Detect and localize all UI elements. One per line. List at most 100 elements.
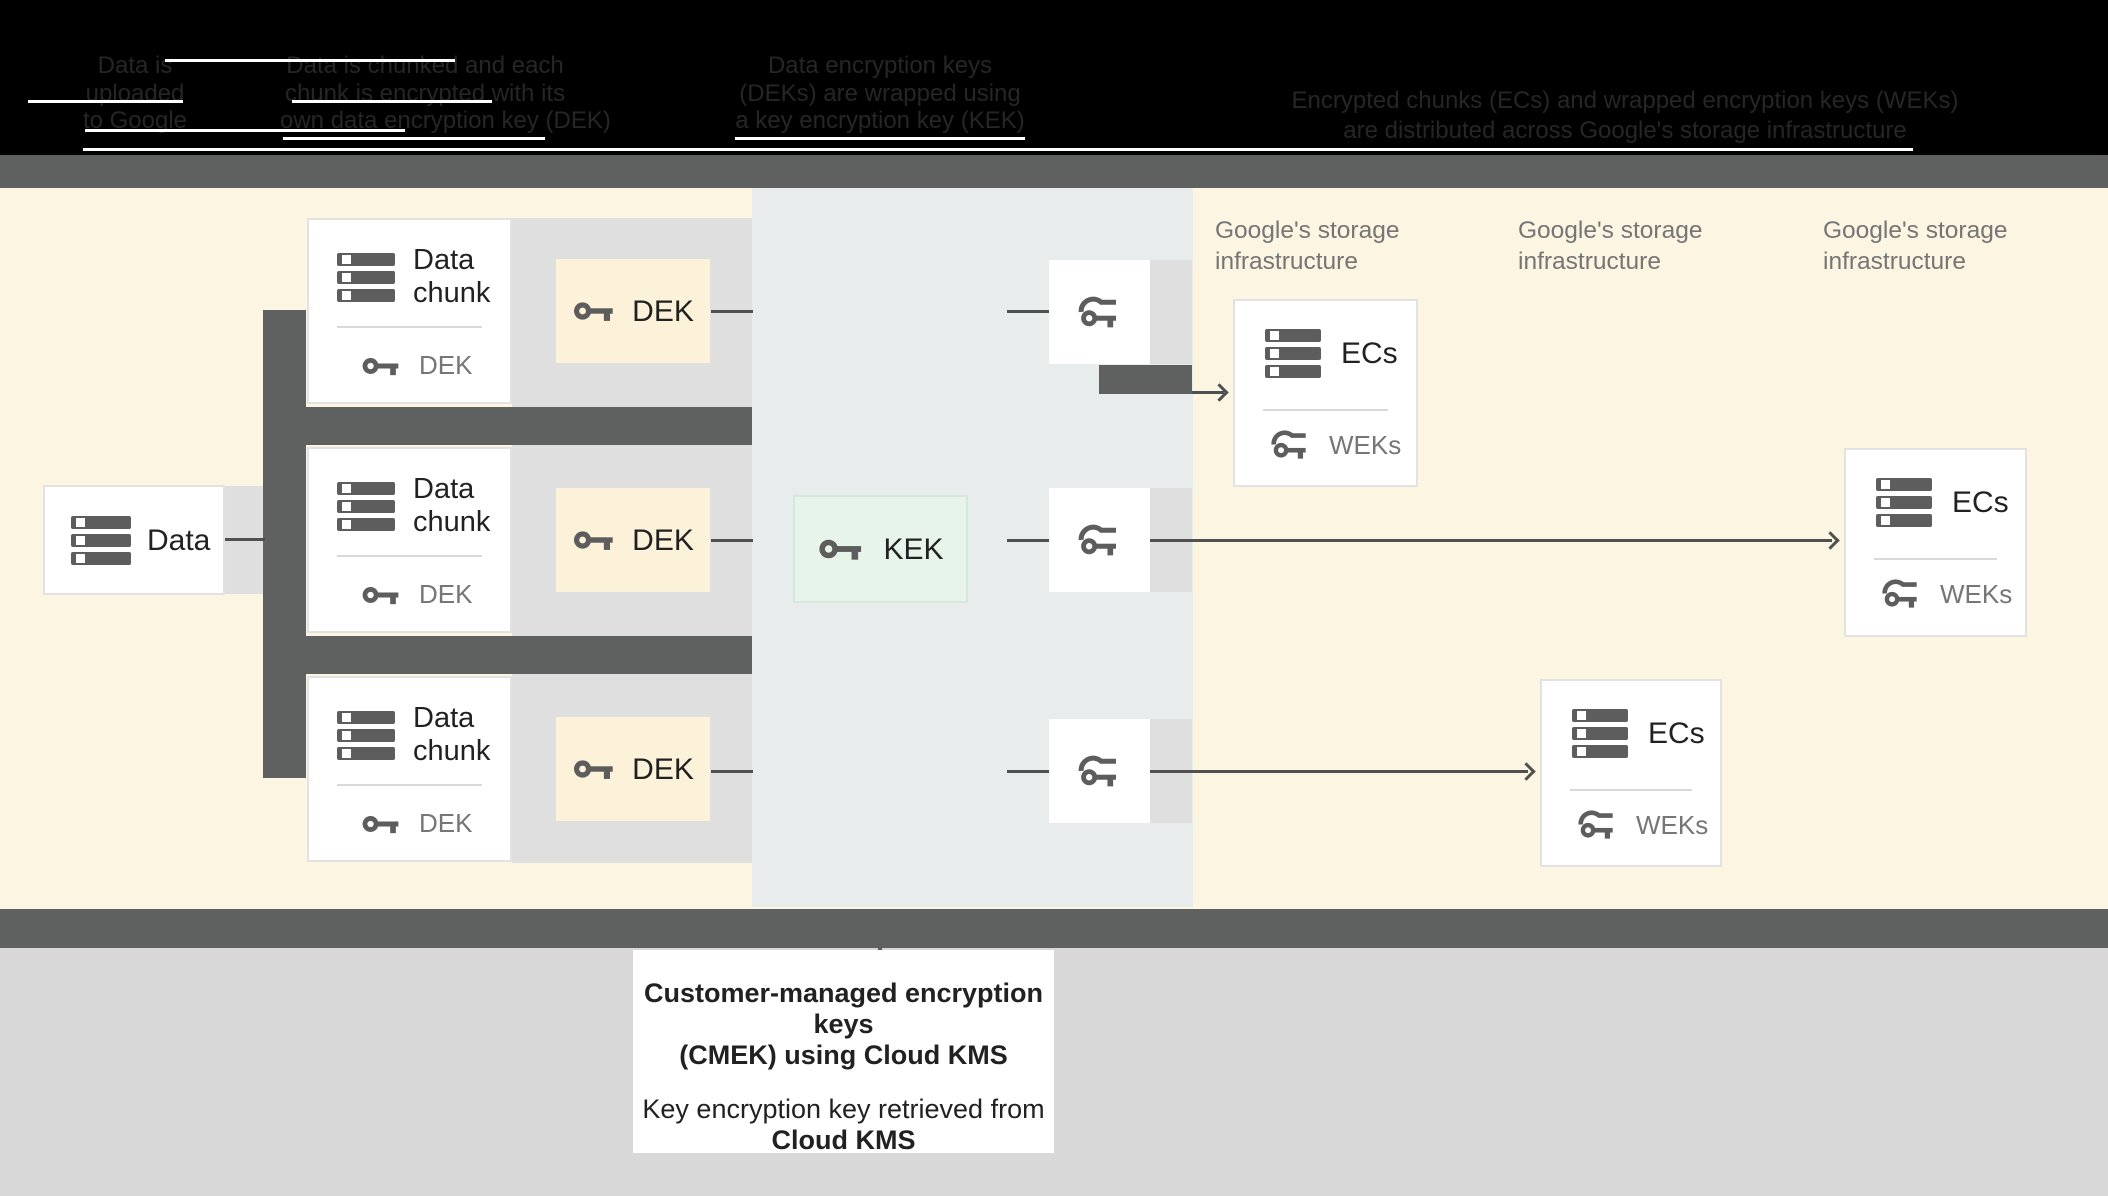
caption-chunking: Data is chunked and each chunk is encryp… bbox=[280, 52, 611, 135]
storage-label-line: Google's storage bbox=[1518, 217, 1703, 244]
glitch-line bbox=[283, 137, 545, 140]
caption-distribution: Encrypted chunks (ECs) and wrapped encry… bbox=[1290, 86, 1960, 146]
caption-header: Data is uploaded to Google Data is chunk… bbox=[0, 0, 2108, 155]
connector-line bbox=[711, 310, 753, 313]
box-divider bbox=[337, 555, 482, 557]
fan-out-bar-1 bbox=[306, 407, 752, 445]
ecs-box: ECs WEKs bbox=[1540, 679, 1722, 867]
connector-line bbox=[711, 770, 753, 773]
box-divider bbox=[1570, 789, 1692, 791]
box-divider bbox=[337, 784, 482, 786]
box-divider bbox=[1263, 409, 1388, 411]
data-stack-icon bbox=[1572, 709, 1628, 758]
caption-wrapping: Data encryption keys (DEKs) are wrapped … bbox=[727, 52, 1033, 135]
dek-label: DEK bbox=[632, 523, 694, 557]
storage-label-line: Google's storage bbox=[1823, 217, 2008, 244]
glitch-line bbox=[85, 129, 405, 132]
ecs-label: ECs bbox=[1952, 486, 2009, 519]
right-arrow-icon bbox=[1210, 383, 1229, 402]
right-arrow-icon bbox=[1821, 531, 1840, 550]
key-icon bbox=[574, 760, 613, 779]
data-box: Data bbox=[43, 485, 225, 595]
kek-label: KEK bbox=[883, 532, 944, 566]
chunk-dek-label: DEK bbox=[419, 579, 473, 609]
key-icon bbox=[574, 531, 613, 550]
caption-text: Data is chunked and each bbox=[286, 52, 564, 79]
arrow-line bbox=[1192, 391, 1224, 394]
chunk-label: chunk bbox=[413, 506, 491, 538]
wrapped-key-icon bbox=[1078, 755, 1116, 786]
wrapped-key-box bbox=[1049, 260, 1150, 364]
data-stack-icon bbox=[337, 252, 395, 302]
glitch-line bbox=[735, 137, 1025, 140]
wrapped-key-icon bbox=[1271, 430, 1306, 459]
data-stack-icon bbox=[71, 515, 131, 565]
data-stack-icon bbox=[337, 710, 395, 760]
data-connector-line bbox=[225, 538, 265, 541]
dek-box: DEK bbox=[556, 488, 710, 592]
glitch-line bbox=[165, 59, 455, 62]
glitch-line bbox=[28, 100, 183, 103]
data-stack-icon bbox=[337, 481, 395, 531]
key-icon bbox=[362, 586, 399, 604]
data-stack-icon bbox=[1876, 478, 1932, 527]
storage-label-line: Google's storage bbox=[1215, 217, 1400, 244]
note-title-line: (CMEK) using Cloud KMS bbox=[679, 1040, 1008, 1070]
cmek-note-box: Customer-managed encryption keys (CMEK) … bbox=[633, 950, 1054, 1155]
connector-line bbox=[1007, 310, 1049, 313]
note-body-line: Key encryption key retrieved from bbox=[642, 1094, 1045, 1124]
footer-area: Customer-managed encryption keys (CMEK) … bbox=[0, 948, 2108, 1196]
kek-box: KEK bbox=[793, 495, 968, 603]
ecs-box: ECs WEKs bbox=[1233, 299, 1418, 487]
wrapped-key-icon bbox=[1882, 579, 1917, 608]
caption-text: Data is bbox=[97, 52, 173, 79]
dek-box: DEK bbox=[556, 259, 710, 363]
wrapped-key-icon bbox=[1078, 524, 1116, 555]
storage-infrastructure-label: Google's storage infrastructure bbox=[1518, 216, 1702, 277]
connector-line bbox=[1007, 770, 1049, 773]
ecs-label: ECs bbox=[1648, 717, 1705, 750]
storage-infrastructure-label: Google's storage infrastructure bbox=[1823, 216, 2007, 277]
divider-band-bottom bbox=[0, 909, 2108, 948]
arrow-line bbox=[1150, 539, 1832, 542]
caption-text: are distributed across Google's storage … bbox=[1343, 117, 1907, 144]
note-body-line: Cloud KMS bbox=[771, 1125, 916, 1155]
wrapped-key-box bbox=[1049, 719, 1150, 823]
wrapped-key-icon bbox=[1078, 296, 1116, 327]
caption-upload: Data is uploaded to Google bbox=[35, 52, 235, 135]
box-divider bbox=[1874, 558, 1997, 560]
dek-label: DEK bbox=[632, 294, 694, 328]
weks-label: WEKs bbox=[1636, 809, 1709, 840]
weks-label: WEKs bbox=[1329, 429, 1402, 460]
key-icon bbox=[362, 815, 399, 833]
data-stack-icon bbox=[1265, 329, 1321, 378]
key-icon bbox=[819, 539, 862, 560]
divider-band-top bbox=[0, 155, 2108, 188]
glitch-line bbox=[292, 100, 492, 103]
caption-text: a key encryption key (KEK) bbox=[735, 107, 1025, 134]
chunk-label: chunk bbox=[413, 277, 491, 309]
wrapped-key-strip bbox=[1150, 260, 1192, 364]
dek-box: DEK bbox=[556, 717, 710, 821]
weks-label: WEKs bbox=[1940, 578, 2013, 609]
elbow-bar bbox=[1099, 365, 1192, 394]
ecs-box: ECs WEKs bbox=[1844, 448, 2027, 637]
wrapped-key-icon bbox=[1578, 810, 1613, 839]
wrapped-key-box bbox=[1049, 488, 1150, 592]
storage-infrastructure-label: Google's storage infrastructure bbox=[1215, 216, 1399, 277]
ecs-label: ECs bbox=[1341, 337, 1398, 370]
caption-text: (DEKs) are wrapped using bbox=[739, 79, 1021, 107]
dek-label: DEK bbox=[632, 752, 694, 786]
chunk-label: chunk bbox=[413, 735, 491, 767]
data-label: Data bbox=[147, 523, 211, 557]
right-arrow-icon bbox=[1517, 762, 1536, 781]
fan-out-bar-2 bbox=[306, 636, 752, 674]
chunk-label: Data bbox=[413, 702, 475, 734]
chunk-dek-label: DEK bbox=[419, 350, 473, 380]
storage-label-line: infrastructure bbox=[1518, 247, 1661, 275]
connector-line bbox=[1007, 539, 1049, 542]
arrow-line bbox=[1150, 770, 1528, 773]
